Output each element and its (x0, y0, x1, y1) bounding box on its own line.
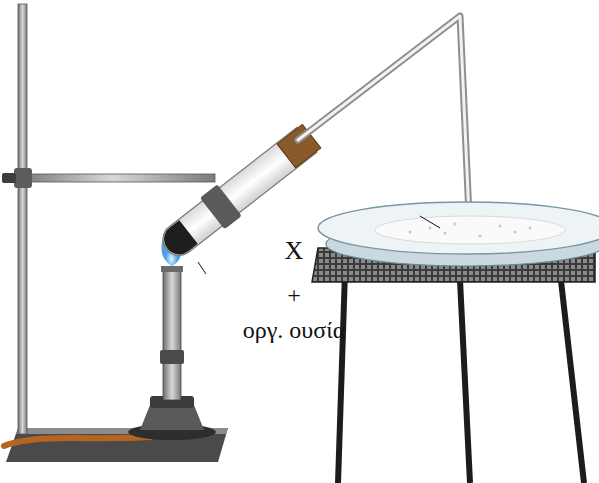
clamp-boss (14, 168, 32, 188)
burner-barrel (163, 270, 181, 400)
burner-collar (160, 350, 184, 364)
tripod-leg (560, 272, 584, 483)
dish-rim (318, 202, 599, 254)
tripod-leg (460, 280, 470, 483)
substance-label: οργ. ουσία (243, 318, 345, 342)
stand-rod (18, 4, 27, 434)
leader-line (420, 216, 440, 228)
plus-sign: + (287, 283, 301, 307)
clamp-screw (2, 173, 16, 183)
clamp-arm (10, 174, 215, 182)
substance-label: X (285, 238, 304, 264)
burner-rim (161, 266, 183, 272)
gas-hose (4, 437, 150, 446)
leader-line (198, 262, 206, 274)
burner-foot (140, 405, 204, 430)
tripod-leg (338, 272, 345, 483)
dish-contents (375, 216, 565, 244)
dish-crystals (409, 223, 532, 238)
